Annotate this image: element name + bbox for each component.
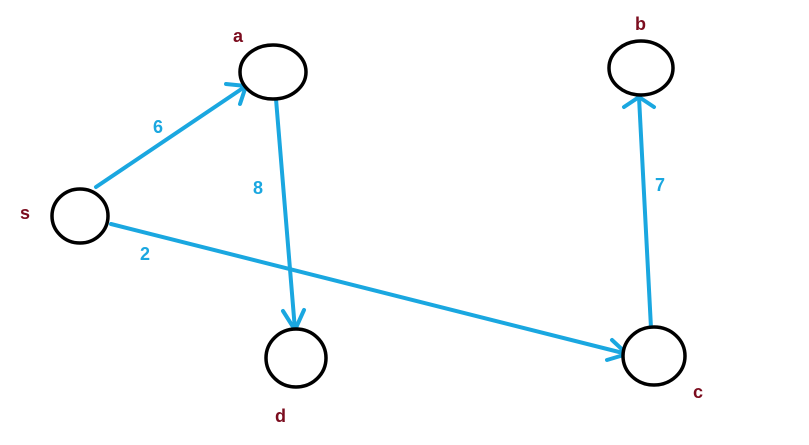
edge-weight-c-b: 7 xyxy=(655,175,665,195)
node-c xyxy=(621,325,687,387)
edge-line-s-c xyxy=(109,222,629,356)
edge-weight-s-a: 6 xyxy=(153,117,163,137)
arrowhead-icon xyxy=(622,95,656,109)
node-label-d: d xyxy=(275,406,286,426)
edge-weight-a-d: 8 xyxy=(253,178,263,198)
edge-line-s-a xyxy=(94,84,248,189)
edge-line-c-b xyxy=(637,95,653,330)
labels-layer: s a b c d xyxy=(20,14,703,426)
node-b xyxy=(607,39,675,97)
node-label-c: c xyxy=(693,382,703,402)
node-d xyxy=(264,327,328,389)
node-label-s: s xyxy=(20,203,30,223)
node-label-a: a xyxy=(233,26,244,46)
edge-a-to-d: 8 xyxy=(253,97,306,332)
edge-c-to-b: 7 xyxy=(622,95,665,330)
edge-s-to-a: 6 xyxy=(94,82,248,189)
edge-s-to-c: 2 xyxy=(109,222,629,362)
node-a xyxy=(238,43,308,101)
edge-weight-s-c: 2 xyxy=(140,244,150,264)
edges-layer: 6 8 2 7 xyxy=(94,82,665,362)
edge-line-a-d xyxy=(274,97,297,332)
nodes-layer xyxy=(50,39,687,389)
node-s xyxy=(50,187,110,245)
node-label-b: b xyxy=(635,14,646,34)
